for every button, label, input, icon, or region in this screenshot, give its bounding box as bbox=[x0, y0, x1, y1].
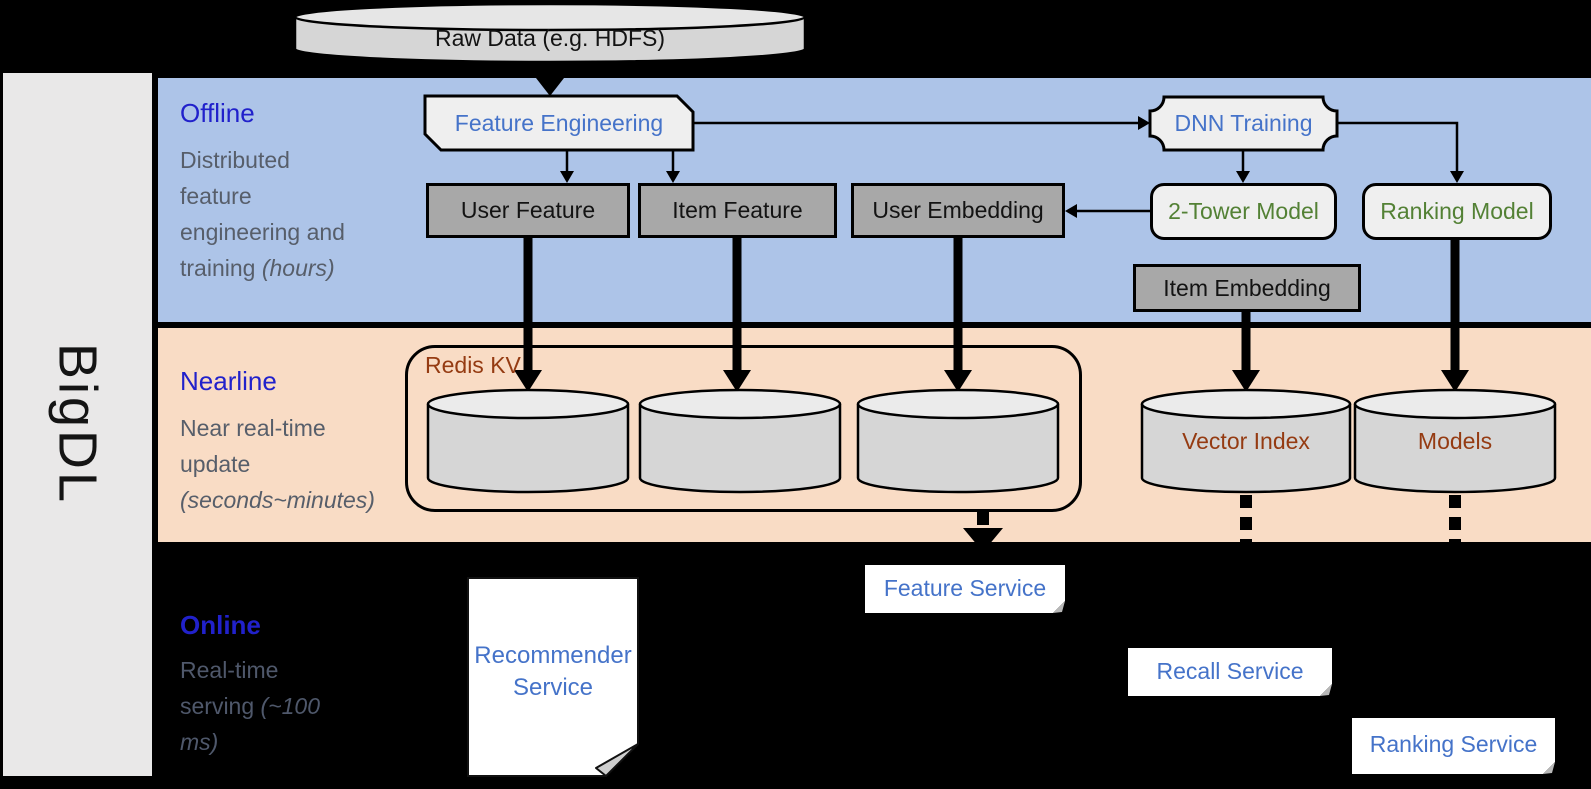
nearline-desc: Near real-time update (seconds~minutes) bbox=[180, 410, 385, 518]
offline-desc-em: (hours) bbox=[261, 255, 335, 281]
feature-service-label: Feature Service bbox=[883, 574, 1047, 601]
bigdl-sidebar: BigDL bbox=[3, 73, 152, 776]
thick-arrow-user-embedding-to-kv3 bbox=[944, 236, 972, 392]
item-feature-box: Item Feature bbox=[638, 183, 837, 238]
feature-service-doc bbox=[865, 565, 1065, 613]
offline-title: Offline bbox=[180, 98, 255, 128]
offline-desc-text: Distributed feature engineering and trai… bbox=[180, 147, 345, 281]
dnn-training-shape bbox=[1148, 95, 1339, 152]
offline-desc: Distributed feature engineering and trai… bbox=[180, 142, 365, 286]
kv-cylinder-3 bbox=[856, 388, 1060, 494]
arrow-feature-engineering-to-user-feature bbox=[560, 150, 574, 183]
dnn-training-label: DNN Training bbox=[1174, 110, 1313, 136]
online-desc: Real-time serving (~100 ms) bbox=[180, 652, 335, 760]
kv-cylinder-2 bbox=[638, 388, 842, 494]
online-desc-text: Real-time serving bbox=[180, 657, 279, 719]
feature-engineering-shape bbox=[423, 94, 695, 152]
user-feature-box: User Feature bbox=[426, 183, 630, 238]
arrow-feature-engineering-to-dnn-training bbox=[693, 116, 1150, 130]
nearline-desc-em: (seconds~minutes) bbox=[180, 487, 375, 513]
dashed-arrow-rediskv-to-feature-service bbox=[963, 512, 1003, 552]
thick-arrow-ranking-model-to-models bbox=[1441, 238, 1469, 392]
arrow-dnn-training-to-two-tower bbox=[1236, 150, 1250, 183]
thick-arrow-item-embedding-to-vector-index bbox=[1232, 310, 1260, 392]
thick-arrow-item-feature-to-kv2 bbox=[723, 236, 751, 392]
recall-service-doc bbox=[1128, 648, 1332, 696]
raw-data-cylinder bbox=[293, 2, 807, 64]
two-tower-model-box: 2-Tower Model bbox=[1150, 183, 1337, 240]
arrow-feature-engineering-to-item-feature bbox=[666, 150, 680, 183]
models-cylinder bbox=[1353, 388, 1557, 494]
nearline-desc-text: Near real-time update bbox=[180, 415, 326, 477]
item-embedding-box: Item Embedding bbox=[1133, 264, 1361, 312]
recall-service-label: Recall Service bbox=[1156, 657, 1304, 684]
ranking-model-box: Ranking Model bbox=[1362, 183, 1552, 240]
arrow-dnn-training-to-ranking-model bbox=[1337, 121, 1464, 183]
thick-arrow-user-feature-to-kv1 bbox=[514, 236, 542, 392]
vector-index-label: Vector Index bbox=[1182, 427, 1310, 454]
user-embedding-box: User Embedding bbox=[851, 183, 1065, 238]
online-desc-em: (~100 ms) bbox=[180, 693, 321, 755]
redis-kv-label: Redis KV bbox=[425, 351, 521, 378]
bigdl-label: BigDL bbox=[47, 343, 108, 506]
ranking-service-label: Ranking Service bbox=[1369, 730, 1538, 757]
arrow-two-tower-to-user-embedding bbox=[1065, 204, 1150, 218]
nearline-title: Nearline bbox=[180, 366, 277, 396]
ranking-service-doc bbox=[1352, 718, 1555, 774]
vector-index-cylinder bbox=[1140, 388, 1352, 494]
raw-data-label: Raw Data (e.g. HDFS) bbox=[434, 24, 666, 51]
feature-engineering-label: Feature Engineering bbox=[454, 109, 664, 136]
kv-cylinder-1 bbox=[426, 388, 630, 494]
models-label: Models bbox=[1417, 427, 1493, 454]
online-title: Online bbox=[180, 610, 261, 640]
recommender-service-label: Recommender Service bbox=[474, 642, 632, 701]
redis-kv-container bbox=[405, 345, 1082, 512]
thick-arrow-rawdata-to-feature-engineering bbox=[536, 60, 564, 96]
recommender-service-doc bbox=[467, 577, 639, 777]
